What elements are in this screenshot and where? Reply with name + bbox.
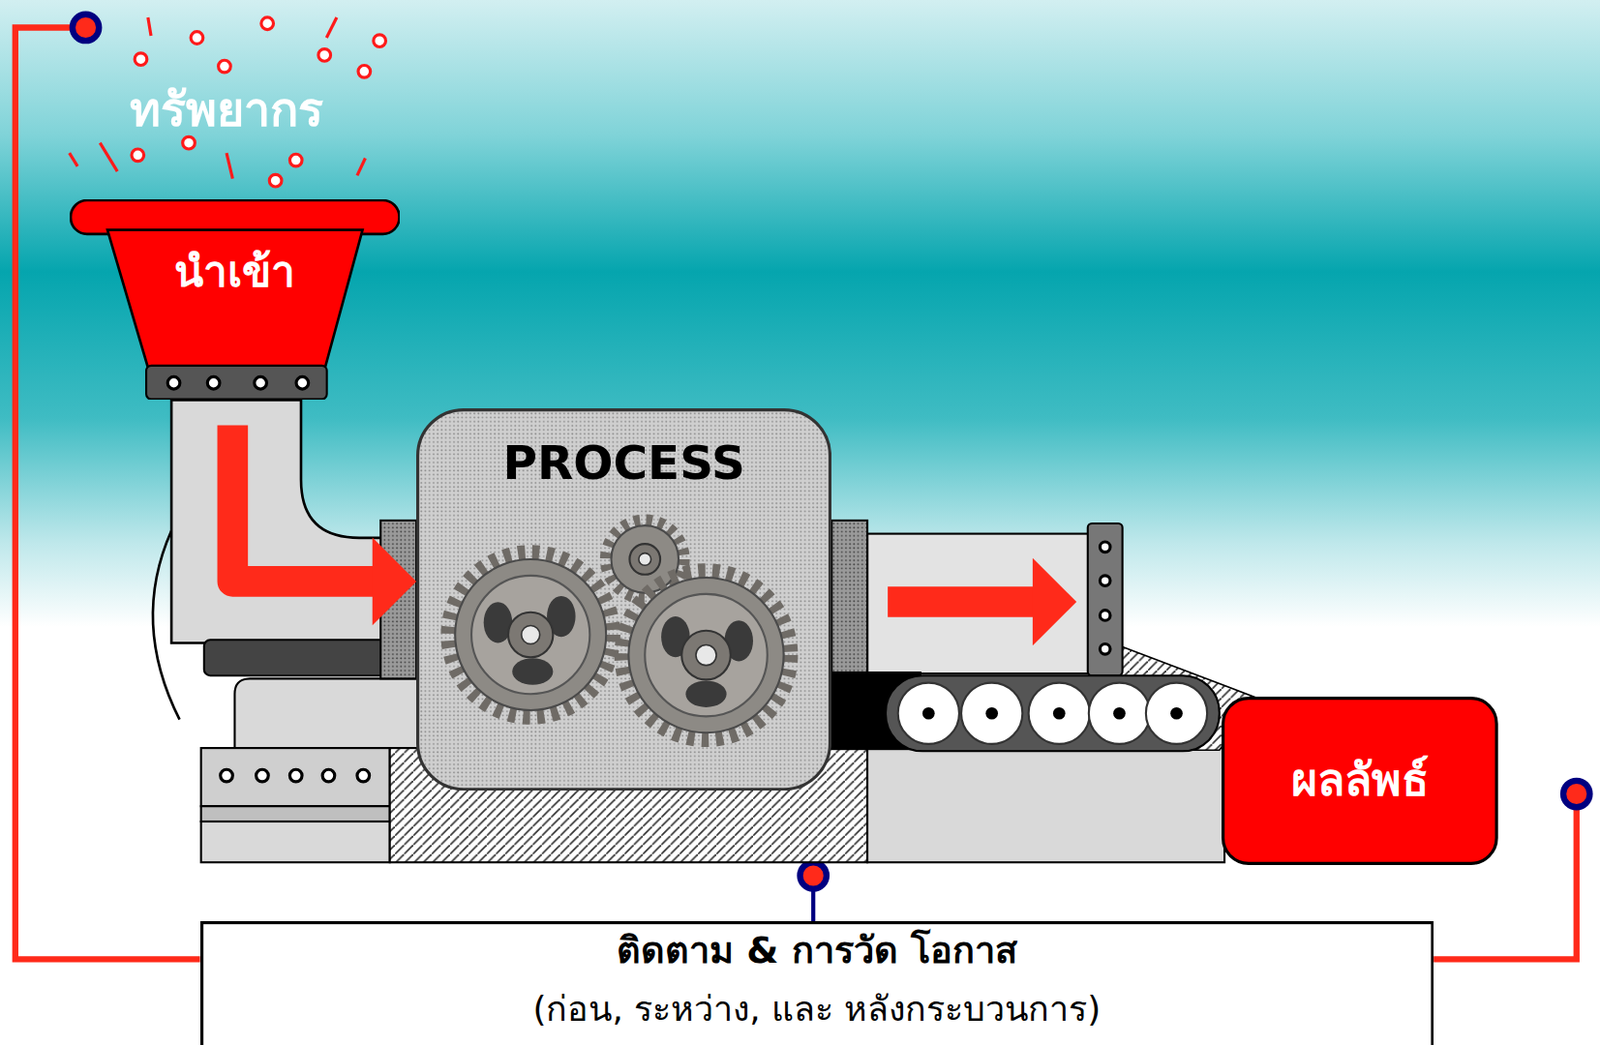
resource-label: ทรัพยากร (129, 81, 324, 138)
chute-bolts (1099, 542, 1111, 655)
flow-arrow (887, 558, 1077, 647)
input-funnel-shape (69, 199, 401, 401)
flow-arrow (232, 425, 417, 627)
measure-pin (1563, 781, 1590, 808)
resource-dashes (69, 17, 366, 180)
feedback-line (1433, 794, 1577, 961)
base-stripe (201, 806, 391, 822)
node-title: ผลลัพธ์ (1291, 754, 1429, 809)
pipe-bar (204, 639, 387, 676)
arrow-body (232, 425, 374, 582)
chute-slope (1112, 642, 1258, 751)
arrow-head (372, 538, 417, 627)
outlet-flange (831, 520, 868, 676)
machine-base (234, 678, 419, 751)
result-box-shape (1221, 696, 1499, 866)
gear (449, 553, 613, 718)
process-box-shape (416, 408, 832, 791)
arrow-body (887, 586, 1035, 618)
gear (605, 520, 684, 599)
node-title: นำเข้า (174, 245, 296, 298)
arrow-head (1032, 558, 1077, 647)
measure-pin (800, 862, 827, 889)
conveyor-shadow (829, 671, 922, 751)
input-funnel: นำเข้า (69, 199, 401, 401)
node-title: PROCESS (502, 434, 745, 491)
measure-pin (72, 14, 99, 41)
monitoring-box-shape (200, 921, 1435, 1045)
result-box: ผลลัพธ์ (1221, 696, 1499, 866)
output-chute (867, 534, 1090, 674)
support-curve (152, 530, 181, 720)
node-subtitle: (ก่อน, ระหว่าง, และ หลังกระบวนการ) (532, 988, 1101, 1030)
hatched-base (390, 748, 868, 863)
chute-end (1087, 523, 1123, 676)
node-title: ติดตาม & การวัด โอกาส (616, 929, 1018, 974)
conveyor-rollers (898, 683, 1208, 745)
base-foot (201, 821, 391, 863)
conveyor-base (867, 748, 1225, 863)
inlet-flange (380, 520, 417, 679)
bolts (220, 769, 370, 783)
process-box: PROCESS (416, 408, 832, 791)
feedback-line (15, 27, 201, 960)
gear (622, 572, 790, 740)
resource-particles (131, 17, 386, 187)
measure-stem (811, 875, 816, 922)
inlet-pipe (171, 399, 383, 643)
bolt-block (201, 748, 391, 807)
conveyor-belt (885, 675, 1220, 752)
monitoring-box: ติดตาม & การวัด โอกาส (ก่อน, ระหว่าง, และ… (200, 921, 1435, 1045)
